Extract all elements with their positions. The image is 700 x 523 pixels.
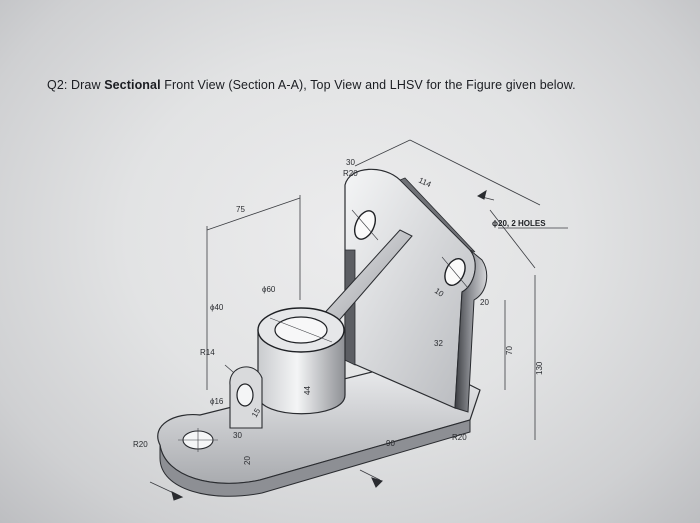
question-number: Q2: — [47, 78, 68, 92]
question-text: Q2: Draw Sectional Front View (Section A… — [47, 78, 576, 92]
dim-75: 75 — [236, 205, 245, 214]
question-text-a: Draw — [71, 78, 101, 92]
dim-90: 90 — [386, 439, 395, 448]
hole-note: ϕ20, 2 HOLES — [492, 219, 546, 228]
vertical-plate — [344, 168, 488, 413]
dim-r20-top: R20 — [343, 169, 358, 178]
dim-r30: 30 — [346, 158, 355, 167]
dim-phi16: ϕ16 — [210, 397, 224, 406]
dim-130: 130 — [535, 361, 544, 375]
dim-phi60: ϕ60 — [262, 285, 276, 294]
dim-114: 114 — [417, 176, 433, 190]
dim-32: 32 — [434, 339, 443, 348]
dim-r20-bottom: R20 — [452, 433, 467, 442]
dim-20-boss: 20 — [243, 456, 252, 465]
dim-44: 44 — [303, 386, 312, 395]
small-lug — [229, 366, 263, 429]
dim-30-boss: 30 — [233, 431, 242, 440]
dim-phi40: ϕ40 — [210, 303, 224, 312]
question-text-b: Front View (Section A-A), Top View and L… — [164, 78, 576, 92]
base-plate — [157, 359, 481, 497]
dim-20-right: 20 — [480, 298, 489, 307]
dim-r20-left: R20 — [133, 440, 148, 449]
dimension-lines — [149, 139, 568, 497]
section-arrows — [171, 189, 487, 501]
dim-70: 70 — [505, 346, 514, 355]
dim-r14: R14 — [200, 348, 215, 357]
cylinder-boss — [257, 307, 346, 415]
question-text-bold: Sectional — [104, 78, 161, 92]
